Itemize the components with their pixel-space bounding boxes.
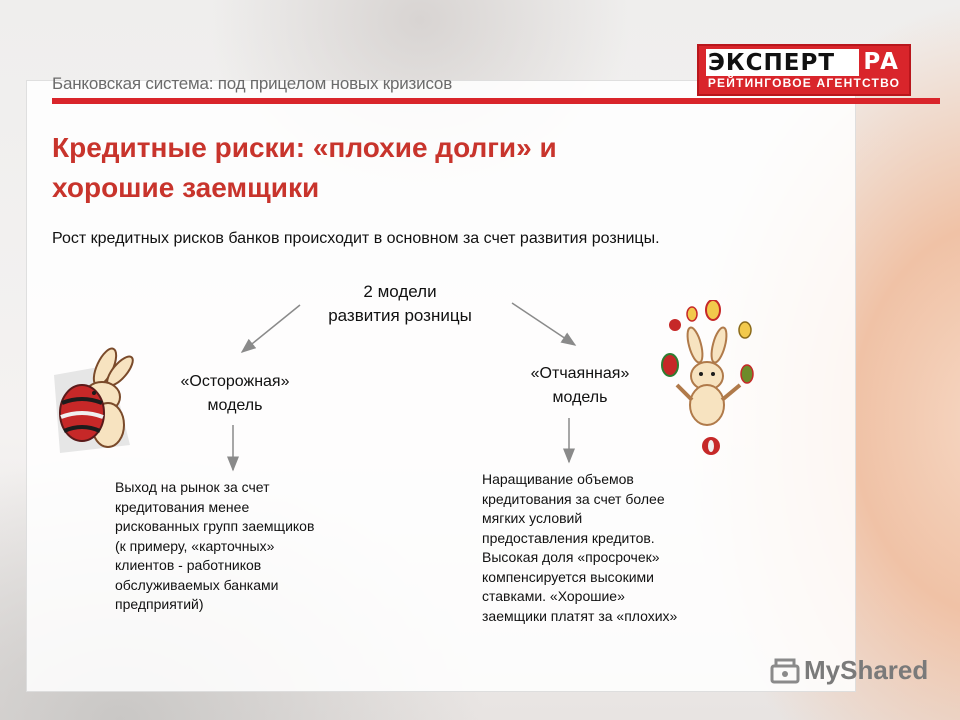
desperate-model-name: «Отчаянная»	[530, 365, 630, 382]
bunny-with-egg-icon	[54, 347, 134, 453]
desperate-model-word: модель	[552, 389, 608, 406]
desc-line: рискованных групп заемщиков	[115, 518, 315, 534]
cautious-model-name: «Осторожная»	[180, 373, 290, 390]
header-subtitle: Банковская система: под прицелом новых к…	[52, 74, 453, 93]
projector-icon	[770, 658, 800, 683]
desc-line: компенсируется высокими	[482, 568, 654, 585]
cautious-model: «Осторожная» модель	[150, 370, 320, 418]
logo-word-1: ЭКСПЕРТ	[708, 49, 836, 76]
center-node: 2 модели развития розницы	[290, 280, 510, 328]
desc-line: предприятий)	[115, 596, 204, 612]
center-line-2: развития розницы	[328, 306, 472, 325]
logo-tagline: РЕЙТИНГОВОЕ АГЕНТСТВО	[707, 76, 901, 90]
title-line-1: Кредитные риски: «плохие долги» и	[52, 132, 557, 163]
juggling-bunny-icon	[661, 300, 754, 455]
desc-line: клиентов - работников	[115, 557, 262, 573]
arrow-to-cautious-model	[240, 304, 301, 353]
slide-title: Кредитные риски: «плохие долги» и хороши…	[52, 128, 672, 208]
expert-ra-logo: ЭКСПЕРТ РА РЕЙТИНГОВОЕ АГЕНТСТВО	[697, 44, 911, 96]
cautious-model-word: модель	[207, 397, 263, 414]
desc-line: предоставления кредитов.	[482, 529, 655, 546]
desc-line: обслуживаемых банками	[115, 576, 279, 593]
desc-line: ставками. «Хорошие»	[482, 588, 625, 604]
desc-line: кредитования менее	[115, 498, 250, 515]
desc-line: Высокая доля «просрочек»	[482, 549, 660, 565]
desc-line: заемщики платят за «плохих»	[482, 607, 678, 624]
desc-line: Выход на рынок за счет	[115, 479, 270, 495]
desc-line: мягких условий	[482, 510, 583, 526]
desc-line: (к примеру, «карточных»	[115, 537, 275, 554]
intro-text: Рост кредитных рисков банков происходит …	[52, 230, 660, 247]
desperate-model: «Отчаянная» модель	[495, 362, 665, 410]
logo-word-2: РА	[859, 49, 902, 76]
title-line-2: хорошие заемщики	[52, 172, 320, 203]
cautious-model-description: Выход на рынок за счет кредитования мене…	[115, 478, 355, 615]
arrow-to-desperate-model	[511, 302, 577, 346]
myshared-watermark: MyShared	[770, 655, 928, 686]
desc-line: Наращивание объемов	[482, 471, 634, 487]
center-line-1: 2 модели	[363, 282, 437, 301]
desc-line: кредитования за счет более	[482, 490, 665, 507]
watermark-text: MyShared	[804, 655, 929, 685]
header-divider	[52, 98, 940, 104]
desperate-model-description: Наращивание объемов кредитования за счет…	[482, 470, 722, 626]
